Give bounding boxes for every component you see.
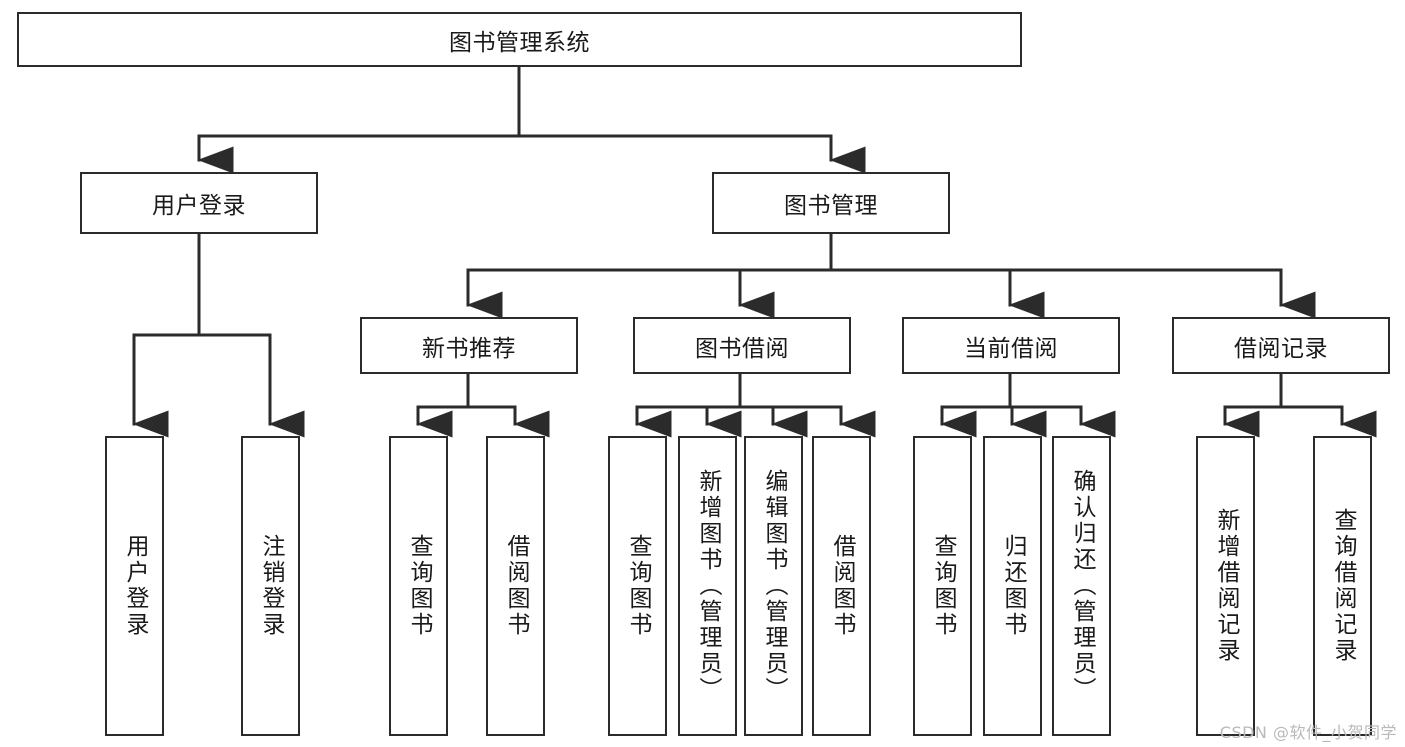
node-new-book-recommend[interactable]: 新书推荐 bbox=[360, 317, 578, 374]
node-leaf-record-add-label: 新增借阅记录 bbox=[1213, 508, 1239, 664]
node-book-manage[interactable]: 图书管理 bbox=[712, 172, 950, 234]
node-leaf-borrow-query-book[interactable]: 查询图书 bbox=[608, 436, 667, 736]
node-leaf-current-query-book[interactable]: 查询图书 bbox=[913, 436, 972, 736]
node-book-borrow[interactable]: 图书借阅 bbox=[633, 317, 851, 374]
node-leaf-current-confirm-return-admin-label: 确认归还（管理员） bbox=[1069, 469, 1095, 703]
node-leaf-recommend-query-book[interactable]: 查询图书 bbox=[389, 436, 448, 736]
node-root[interactable]: 图书管理系统 bbox=[17, 12, 1022, 67]
node-user-login-label: 用户登录 bbox=[152, 193, 246, 219]
node-leaf-current-confirm-return-admin[interactable]: 确认归还（管理员） bbox=[1052, 436, 1111, 736]
node-leaf-borrow-add-book-admin[interactable]: 新增图书（管理员） bbox=[678, 436, 737, 736]
node-leaf-borrow-edit-book-admin-label: 编辑图书（管理员） bbox=[761, 469, 787, 703]
node-leaf-record-add[interactable]: 新增借阅记录 bbox=[1196, 436, 1255, 736]
node-leaf-user-login-label: 用户登录 bbox=[122, 534, 148, 638]
node-leaf-recommend-query-book-label: 查询图书 bbox=[406, 534, 432, 638]
node-leaf-recommend-borrow-book[interactable]: 借阅图书 bbox=[486, 436, 545, 736]
node-book-borrow-label: 图书借阅 bbox=[695, 335, 789, 362]
node-leaf-current-return-book[interactable]: 归还图书 bbox=[983, 436, 1042, 736]
node-leaf-borrow-borrow-book[interactable]: 借阅图书 bbox=[812, 436, 871, 736]
node-leaf-user-login[interactable]: 用户登录 bbox=[105, 436, 164, 736]
node-leaf-borrow-borrow-book-label: 借阅图书 bbox=[829, 534, 855, 638]
node-book-manage-label: 图书管理 bbox=[784, 193, 878, 219]
node-new-book-recommend-label: 新书推荐 bbox=[422, 335, 516, 362]
node-borrow-record[interactable]: 借阅记录 bbox=[1172, 317, 1390, 374]
node-leaf-record-query[interactable]: 查询借阅记录 bbox=[1313, 436, 1372, 736]
node-current-borrow-label: 当前借阅 bbox=[964, 335, 1058, 362]
node-leaf-user-logout[interactable]: 注销登录 bbox=[241, 436, 300, 736]
node-leaf-borrow-edit-book-admin[interactable]: 编辑图书（管理员） bbox=[744, 436, 803, 736]
node-leaf-user-logout-label: 注销登录 bbox=[258, 534, 284, 638]
node-leaf-current-return-book-label: 归还图书 bbox=[1000, 534, 1026, 638]
node-leaf-borrow-query-book-label: 查询图书 bbox=[625, 534, 651, 638]
node-current-borrow[interactable]: 当前借阅 bbox=[902, 317, 1120, 374]
node-leaf-recommend-borrow-book-label: 借阅图书 bbox=[503, 534, 529, 638]
node-user-login[interactable]: 用户登录 bbox=[80, 172, 318, 234]
node-leaf-record-query-label: 查询借阅记录 bbox=[1330, 508, 1356, 664]
node-root-label: 图书管理系统 bbox=[449, 29, 590, 56]
node-leaf-borrow-add-book-admin-label: 新增图书（管理员） bbox=[695, 469, 721, 703]
node-borrow-record-label: 借阅记录 bbox=[1234, 335, 1328, 362]
node-leaf-current-query-book-label: 查询图书 bbox=[930, 534, 956, 638]
